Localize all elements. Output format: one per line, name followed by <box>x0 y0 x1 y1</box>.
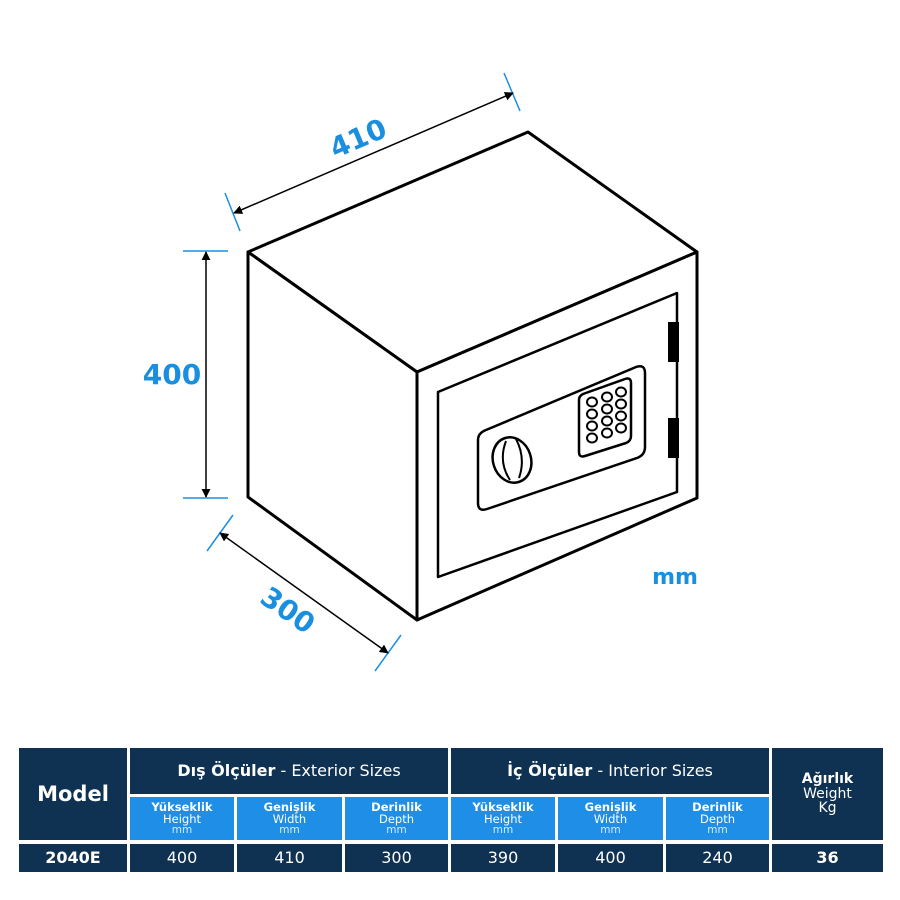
weight-cell: 36 <box>772 844 883 872</box>
exterior-width-cell: 410 <box>237 844 342 872</box>
depth-label: 300 <box>254 580 321 641</box>
unit-label: mm <box>652 565 698 590</box>
width-label: 410 <box>325 112 392 165</box>
interior-height-header: Yükseklik Height mm <box>451 797 555 840</box>
exterior-sizes-header: Dış Ölçüler - Exterior Sizes <box>130 748 448 794</box>
interior-depth-header: Derinlik Depth mm <box>666 797 769 840</box>
weight-header-tr: Ağırlık <box>801 770 854 787</box>
keypad-buttons <box>586 386 627 444</box>
weight-header: Ağırlık Weight Kg <box>772 748 883 840</box>
model-header: Model <box>19 748 127 840</box>
spec-table: Model Dış Ölçüler - Exterior Sizes İç Öl… <box>19 748 883 872</box>
model-cell: 2040E <box>19 844 127 872</box>
exterior-title-tr: Dış Ölçüler <box>177 760 276 780</box>
exterior-depth-header: Derinlik Depth mm <box>345 797 448 840</box>
interior-title-en: Interior Sizes <box>608 760 713 780</box>
hinge-top-icon <box>668 322 679 362</box>
interior-sizes-header: İç Ölçüler - Interior Sizes <box>451 748 769 794</box>
safe-front-face <box>415 250 699 622</box>
interior-width-cell: 400 <box>558 844 663 872</box>
interior-title-sep: - <box>592 760 609 780</box>
weight-header-unit: Kg <box>818 800 837 817</box>
exterior-title-sep: - <box>275 760 292 780</box>
safe-body <box>246 130 699 622</box>
exterior-height-header: Yükseklik Height mm <box>130 797 234 840</box>
height-label: 400 <box>143 358 201 391</box>
exterior-depth-cell: 300 <box>345 844 448 872</box>
weight-header-en: Weight <box>803 785 852 802</box>
interior-depth-cell: 240 <box>666 844 769 872</box>
keypad-icon <box>577 377 633 458</box>
dial-knob-line-icon <box>501 438 523 481</box>
exterior-width-header: Genişlik Width mm <box>237 797 342 840</box>
interior-title-tr: İç Ölçüler <box>507 760 593 780</box>
dial-knob-icon <box>491 436 533 484</box>
safe-diagram: 410 400 300 mm <box>143 72 699 672</box>
lock-panel <box>476 365 647 511</box>
hinge-bottom-icon <box>668 418 679 458</box>
interior-height-cell: 390 <box>451 844 555 872</box>
interior-width-header: Genişlik Width mm <box>558 797 663 840</box>
safe-door <box>436 291 679 579</box>
exterior-title-en: Exterior Sizes <box>291 760 401 780</box>
exterior-height-cell: 400 <box>130 844 234 872</box>
height-dimension: 400 <box>143 250 228 499</box>
